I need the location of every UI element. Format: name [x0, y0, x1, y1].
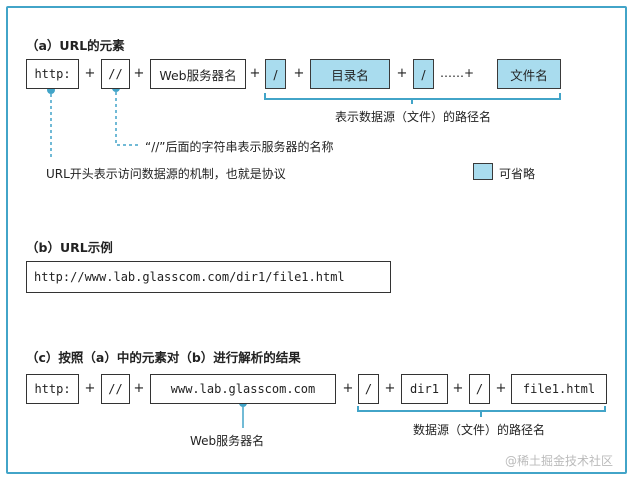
- plus-sign: +: [396, 66, 408, 81]
- plus-sign: +: [249, 66, 261, 81]
- path-caption-c: 数据源（文件）的路径名: [413, 423, 546, 437]
- plus-sign: +: [133, 66, 145, 81]
- legend-swatch: [473, 163, 493, 180]
- plus-sign: +: [293, 66, 305, 81]
- legend-label: 可省略: [499, 167, 536, 181]
- path-caption-a: 表示数据源（文件）的路径名: [335, 110, 492, 124]
- url-slash-optional-box: /: [265, 59, 286, 89]
- diagram-frame: [6, 6, 627, 474]
- url-filename-box: 文件名: [497, 59, 561, 89]
- plus-sign: +: [342, 381, 354, 396]
- plus-sign: +: [452, 381, 464, 396]
- example-url-box: http://www.lab.glasscom.com/dir1/file1.h…: [26, 261, 391, 293]
- plus-sign: +: [384, 381, 396, 396]
- parsed-directory-box: dir1: [401, 374, 448, 404]
- url-protocol-box: http:: [26, 59, 79, 89]
- slashes-connector-line: [115, 92, 140, 146]
- parsed-host-box: www.lab.glasscom.com: [150, 374, 336, 404]
- ellipsis-plus: ……+: [440, 66, 475, 80]
- host-caption: Web服务器名: [190, 434, 265, 448]
- url-slashes-box: //: [101, 59, 130, 89]
- url-directory-box: 目录名: [310, 59, 390, 89]
- plus-sign: +: [84, 66, 96, 81]
- slashes-note: “//”后面的字符串表示服务器的名称: [145, 140, 334, 154]
- url-webserver-box: Web服务器名: [150, 59, 246, 89]
- plus-sign: +: [133, 381, 145, 396]
- section-c-title: （c）按照（a）中的元素对（b）进行解析的结果: [26, 350, 301, 365]
- parsed-slash-box: /: [469, 374, 490, 404]
- section-b-title: （b）URL示例: [26, 240, 113, 255]
- parsed-slashes-box: //: [101, 374, 130, 404]
- parsed-slash-box: /: [358, 374, 379, 404]
- section-a-title: （a）URL的元素: [26, 38, 125, 53]
- url-slash-optional-box: /: [413, 59, 434, 89]
- path-brace-a: [264, 93, 561, 100]
- parsed-filename-box: file1.html: [511, 374, 607, 404]
- plus-sign: +: [84, 381, 96, 396]
- plus-sign: +: [495, 381, 507, 396]
- watermark: @稀土掘金技术社区: [505, 454, 614, 468]
- path-brace-c: [357, 406, 606, 412]
- parsed-protocol-box: http:: [26, 374, 79, 404]
- protocol-note: URL开头表示访问数据源的机制，也就是协议: [46, 167, 286, 181]
